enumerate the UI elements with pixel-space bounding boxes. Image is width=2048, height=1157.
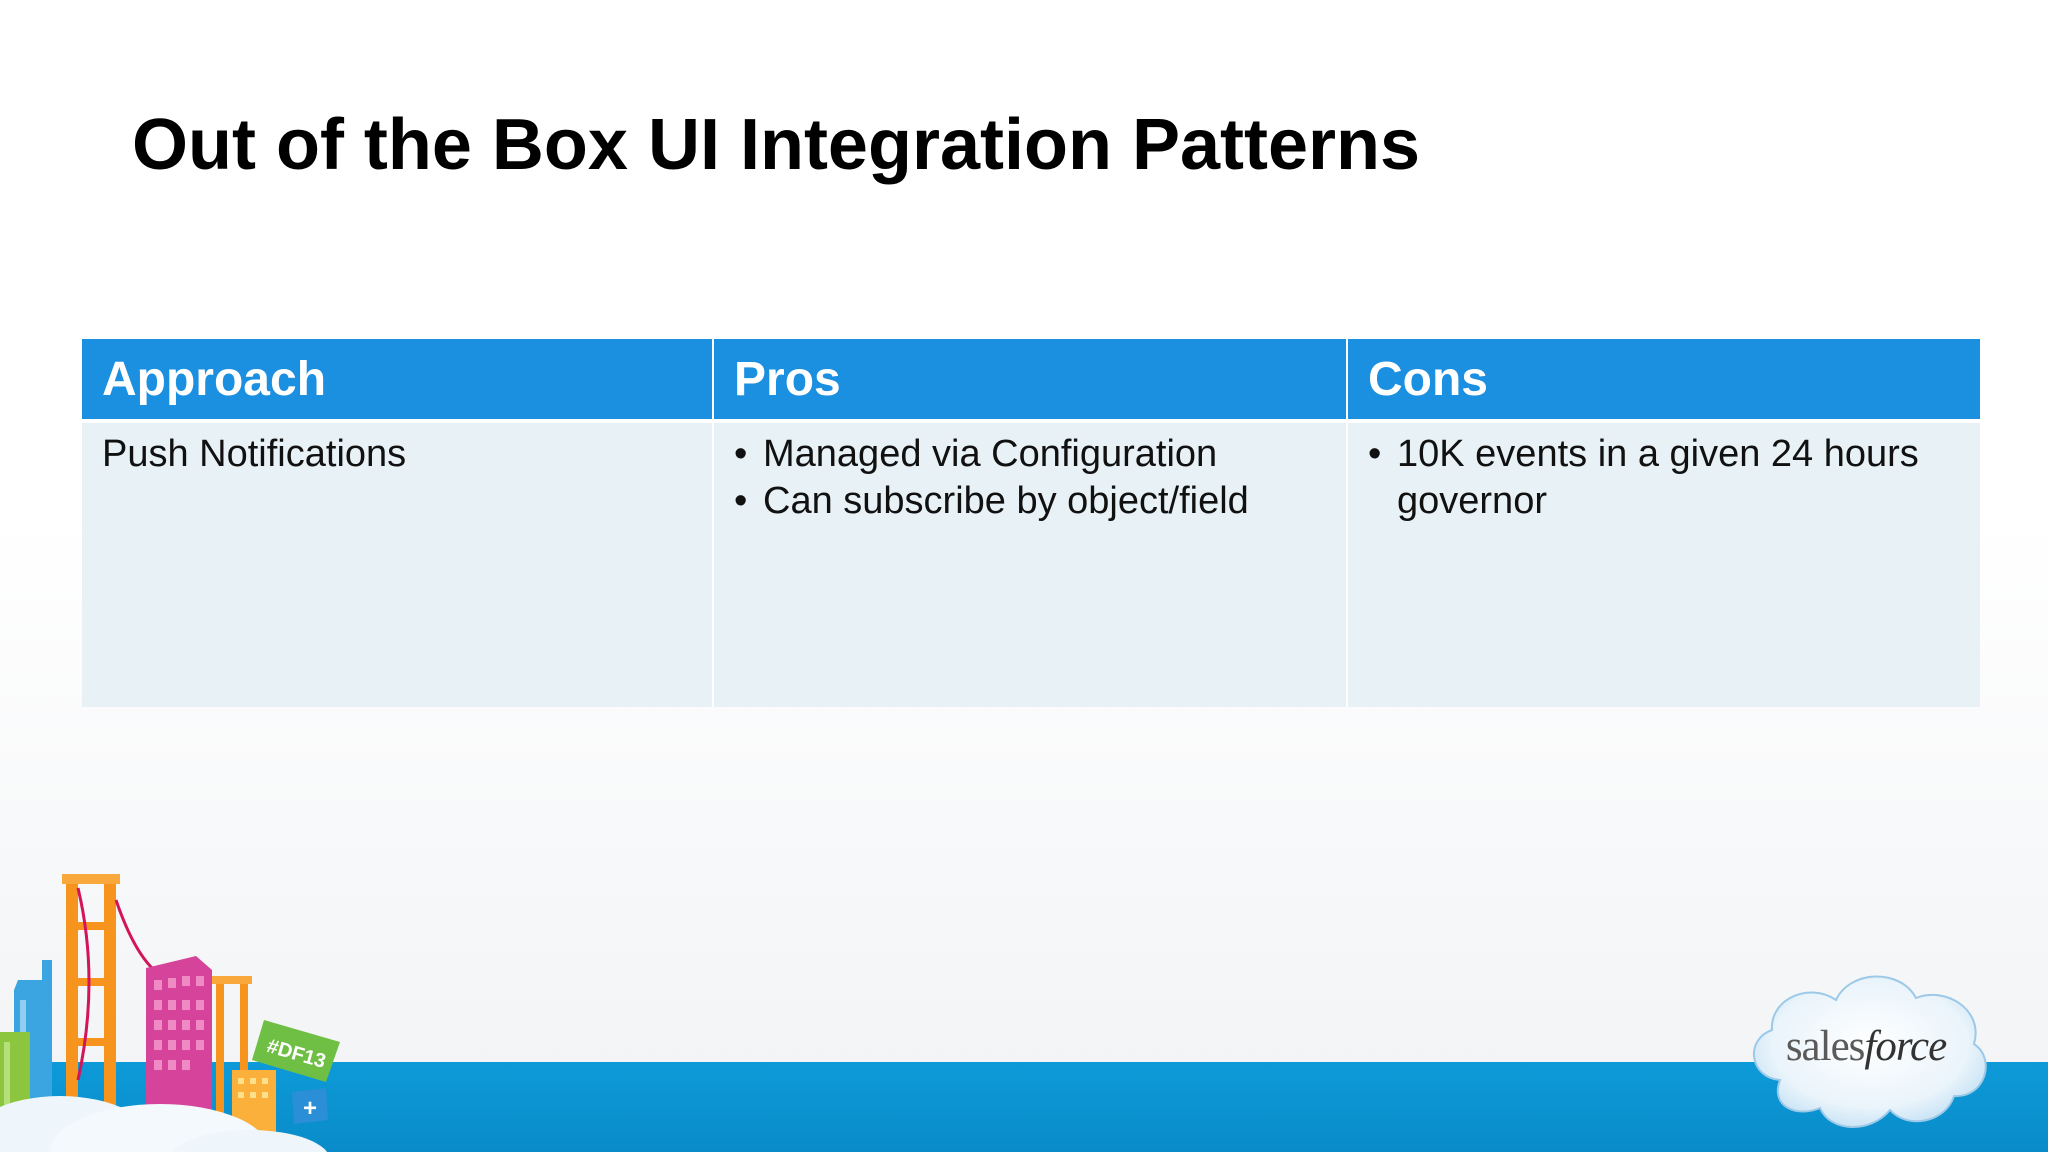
comparison-table: Approach Pros Cons Push Notifications Ma… — [82, 339, 1980, 707]
salesforce-logo: salesforce — [1740, 960, 1992, 1140]
pros-list: Managed via Configuration Can subscribe … — [734, 431, 1326, 525]
logo-text-force: force — [1864, 1023, 1947, 1070]
table-header-row: Approach Pros Cons — [82, 339, 1980, 423]
pros-item: Can subscribe by object/field — [734, 478, 1326, 525]
pros-item: Managed via Configuration — [734, 431, 1326, 478]
plus-icon: + — [303, 1095, 317, 1122]
city-skyline-illustration: #DF13 + — [0, 860, 360, 1157]
header-cons: Cons — [1348, 339, 1980, 423]
cons-list: 10K events in a given 24 hours governor — [1368, 431, 1960, 525]
header-pros: Pros — [714, 339, 1348, 423]
table-row: Push Notifications Managed via Configura… — [82, 423, 1980, 707]
cell-cons: 10K events in a given 24 hours governor — [1348, 423, 1980, 707]
cell-approach: Push Notifications — [82, 423, 714, 707]
slide-title: Out of the Box UI Integration Patterns — [132, 105, 1421, 185]
salesforce-wordmark: salesforce — [1740, 1022, 1992, 1071]
cell-pros: Managed via Configuration Can subscribe … — [714, 423, 1348, 707]
salesforce-cloud-icon — [1753, 975, 1987, 1128]
footer-band — [0, 1062, 2048, 1152]
cons-item: 10K events in a given 24 hours governor — [1368, 431, 1960, 525]
header-approach: Approach — [82, 339, 714, 423]
logo-text-sales: sales — [1785, 1023, 1866, 1070]
